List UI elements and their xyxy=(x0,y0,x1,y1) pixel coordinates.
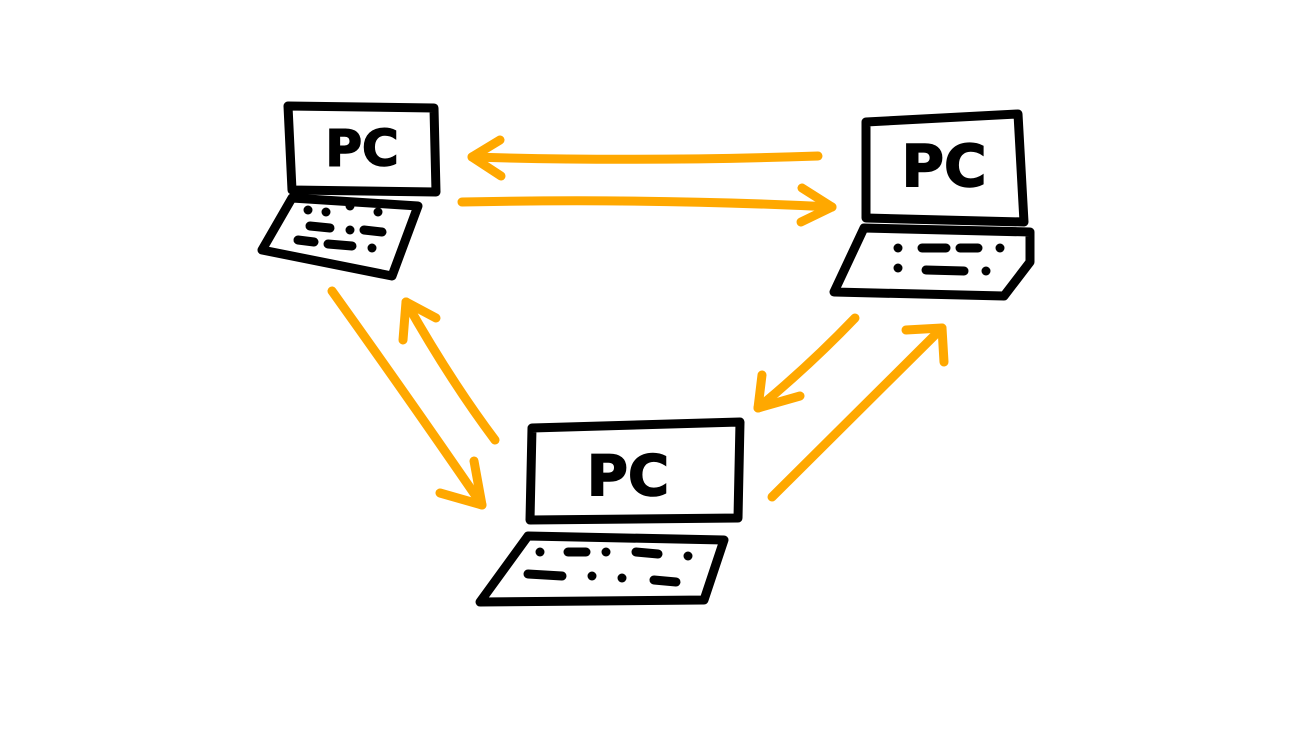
laptop-top-left: PC xyxy=(257,101,441,281)
arrow-top-right-to-bottom xyxy=(753,313,860,413)
arrow-top-right-to-top-left xyxy=(467,135,823,181)
laptop-screen xyxy=(525,417,745,525)
pc-label: PC xyxy=(325,120,398,178)
arrows xyxy=(327,135,949,510)
arrow-top-left-to-top-right xyxy=(457,183,837,227)
laptop-bottom: PC xyxy=(475,417,745,607)
laptop-top-right: PC xyxy=(829,109,1035,301)
laptop-screen xyxy=(283,101,441,197)
pc-label: PC xyxy=(901,132,986,200)
laptop-keyboard xyxy=(475,531,729,607)
arrow-top-left-to-bottom xyxy=(327,286,487,510)
laptop-keyboard xyxy=(829,223,1035,301)
pc-label: PC xyxy=(587,444,669,509)
arrow-bottom-to-top-right xyxy=(767,323,949,502)
laptop-keyboard xyxy=(257,193,423,281)
laptop-screen xyxy=(861,109,1029,227)
arrow-bottom-to-top-left xyxy=(398,297,500,445)
